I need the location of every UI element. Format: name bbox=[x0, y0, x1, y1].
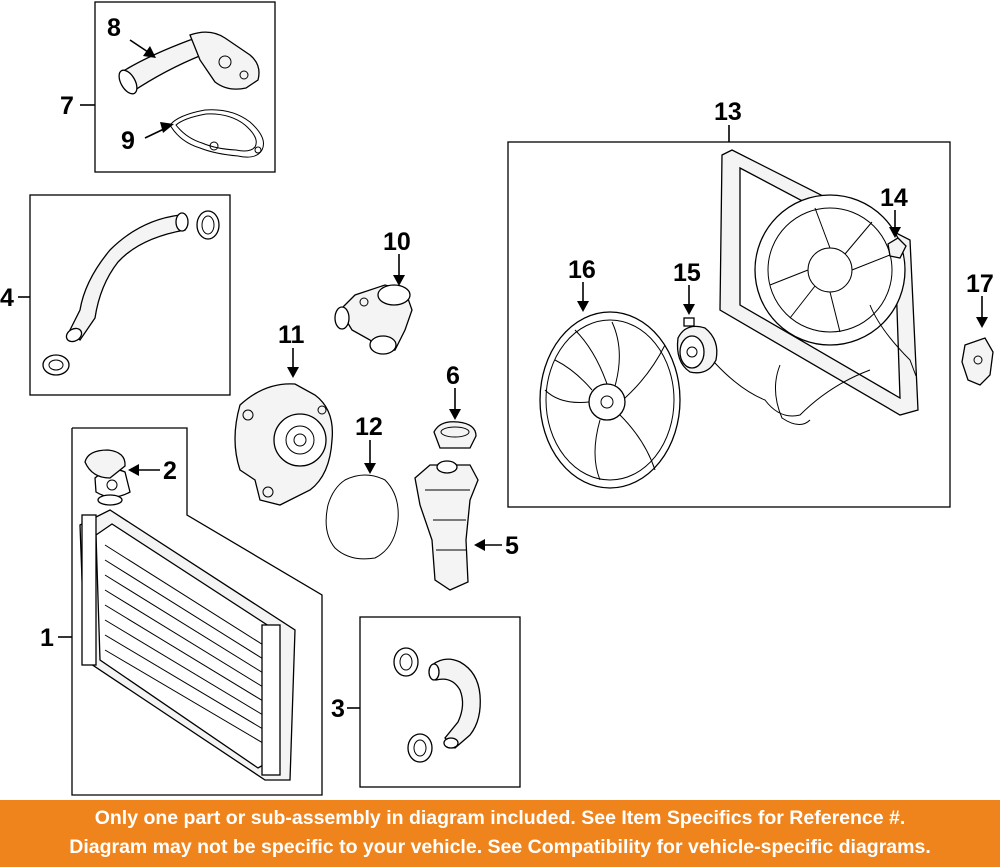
group-13-fan-assembly bbox=[507, 125, 951, 508]
part-15-fan-motor bbox=[676, 317, 871, 417]
callout-5: 5 bbox=[505, 532, 519, 560]
part-11-water-pump bbox=[234, 383, 334, 506]
part-6-reservoir-cap bbox=[433, 421, 477, 449]
callout-16: 16 bbox=[568, 256, 596, 284]
callout-7: 7 bbox=[60, 92, 74, 120]
disclaimer-line-1: Only one part or sub-assembly in diagram… bbox=[94, 807, 906, 829]
part-8-outlet-pipe bbox=[118, 31, 260, 95]
radiator-part bbox=[79, 468, 296, 781]
part-10-thermostat-housing bbox=[334, 284, 413, 355]
group-3-lower-hose bbox=[347, 616, 521, 788]
callout-3: 3 bbox=[331, 695, 345, 723]
part-12-pump-gasket bbox=[325, 474, 399, 560]
part-16-fan-blade bbox=[539, 311, 681, 489]
part-17-bracket bbox=[961, 337, 994, 386]
parts-diagram: 1 2 3 4 5 6 7 8 9 10 11 12 13 14 15 16 1… bbox=[0, 1, 994, 796]
callout-6: 6 bbox=[446, 362, 460, 390]
callout-2: 2 bbox=[163, 457, 177, 485]
callout-8: 8 bbox=[107, 14, 121, 42]
group-4-upper-hose bbox=[18, 194, 231, 396]
callout-14: 14 bbox=[880, 184, 908, 212]
disclaimer-line-2: Diagram may not be specific to your vehi… bbox=[69, 836, 931, 858]
lower-hose-part bbox=[393, 647, 481, 763]
fan-shroud-part bbox=[719, 149, 919, 425]
disclaimer-banner: Only one part or sub-assembly in diagram… bbox=[0, 800, 1000, 867]
part-5-coolant-reservoir bbox=[414, 460, 479, 591]
callout-12: 12 bbox=[355, 413, 383, 441]
callout-9: 9 bbox=[121, 127, 135, 155]
group-7-outlet-housing bbox=[80, 1, 276, 173]
callout-17: 17 bbox=[966, 270, 994, 298]
callout-13: 13 bbox=[714, 98, 742, 126]
part-9-gasket bbox=[169, 109, 264, 158]
group-1-radiator bbox=[58, 427, 323, 796]
callout-15: 15 bbox=[673, 259, 701, 287]
callout-11: 11 bbox=[278, 321, 305, 349]
part-14-shroud-clip bbox=[887, 237, 907, 259]
upper-hose-part bbox=[42, 210, 220, 376]
callout-10: 10 bbox=[383, 228, 411, 256]
part-2-radiator-cap bbox=[84, 449, 126, 479]
callout-4: 4 bbox=[0, 284, 14, 312]
callout-1: 1 bbox=[40, 624, 54, 652]
